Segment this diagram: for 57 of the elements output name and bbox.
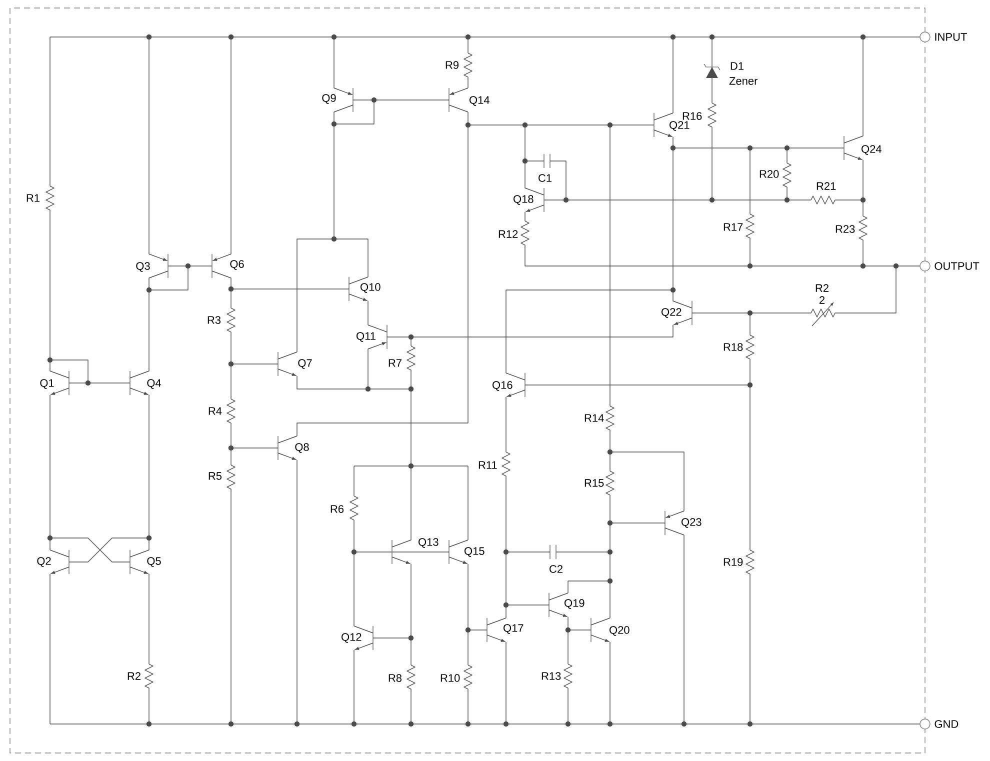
component-label: R11 xyxy=(478,461,497,469)
component-label: R10 xyxy=(440,674,460,682)
component-label: R5 xyxy=(208,472,222,480)
component-label: R9 xyxy=(446,61,459,69)
component-label: Q20 xyxy=(610,626,630,636)
component-label: R2 xyxy=(128,672,140,680)
component-label: Q18 xyxy=(514,195,534,205)
component-label: Q3 xyxy=(136,262,150,272)
component-label: R2 2 xyxy=(816,284,828,304)
component-label: R6 xyxy=(330,505,344,513)
component-label: C1 xyxy=(538,174,552,182)
terminal-label: INPUT xyxy=(935,33,967,41)
component-label: R15 xyxy=(584,479,604,487)
component-label: Q7 xyxy=(298,359,312,369)
component-label: R16 xyxy=(682,112,702,120)
component-label: Q17 xyxy=(504,624,524,634)
component-label: R13 xyxy=(542,672,561,680)
terminal-label: OUTPUT xyxy=(934,262,980,270)
component-label: Q19 xyxy=(564,599,584,609)
component-label: R14 xyxy=(584,414,604,422)
component-label: R4 xyxy=(208,407,222,415)
component-label: R1 xyxy=(26,194,40,202)
component-label: R18 xyxy=(724,343,743,351)
component-label: Zener xyxy=(729,77,758,85)
component-label: D1 xyxy=(730,62,744,70)
component-label: Q21 xyxy=(670,121,690,131)
component-label: Q2 xyxy=(37,557,51,567)
component-label: Q11 xyxy=(356,332,376,342)
component-label: R12 xyxy=(498,230,518,238)
component-label: R17 xyxy=(724,223,743,231)
terminal-label: GND xyxy=(934,720,958,728)
component-label: Q23 xyxy=(682,518,702,528)
component-label: Q6 xyxy=(230,260,244,270)
component-label: R19 xyxy=(724,558,743,566)
component-label: Q5 xyxy=(147,557,161,567)
component-label: C2 xyxy=(550,565,562,573)
component-label: R7 xyxy=(388,359,402,367)
component-label: Q12 xyxy=(342,633,362,643)
component-label: Q22 xyxy=(662,308,682,318)
component-label: Q10 xyxy=(360,283,380,293)
component-label: R21 xyxy=(816,182,836,190)
component-label: R8 xyxy=(388,674,402,682)
component-label: R3 xyxy=(208,316,221,324)
terminal-circle xyxy=(920,32,930,42)
terminal-circle xyxy=(920,260,930,272)
component-label: R20 xyxy=(760,170,779,178)
component-label: Q13 xyxy=(418,538,438,548)
component-label: Q14 xyxy=(470,96,490,106)
terminal-circle xyxy=(920,718,930,730)
component-label: R23 xyxy=(836,225,855,233)
component-label: Q9 xyxy=(322,94,336,104)
component-label: Q8 xyxy=(295,443,309,453)
component-label: Q1 xyxy=(40,379,54,389)
component-label: Q24 xyxy=(862,145,882,155)
component-label: Q4 xyxy=(147,379,161,389)
component-label: Q15 xyxy=(464,547,484,557)
component-label: Q16 xyxy=(492,381,512,391)
